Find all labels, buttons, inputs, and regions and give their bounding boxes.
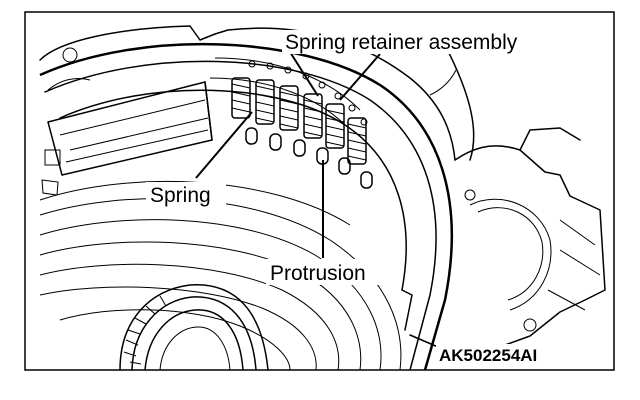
spring-label: Spring xyxy=(150,184,211,207)
figure-id: AK502254AI xyxy=(439,346,537,365)
protrusion-tab xyxy=(360,171,373,189)
protrusion-tab xyxy=(338,157,351,175)
protrusion-tab xyxy=(269,133,282,151)
spring-coil xyxy=(279,85,299,131)
spring-coil xyxy=(303,93,323,139)
spring-retainer-leader xyxy=(289,51,319,97)
protrusion-row xyxy=(245,127,373,189)
center-hub xyxy=(119,284,269,371)
spring-set xyxy=(231,77,367,165)
spring-coil xyxy=(255,79,275,125)
protrusion-tab xyxy=(293,139,306,157)
spring-coil xyxy=(347,117,367,165)
spring-coil xyxy=(231,77,251,119)
housing-outline xyxy=(39,25,606,351)
retainer-ring xyxy=(39,42,453,371)
piston-shelf xyxy=(47,81,213,176)
spring-coil xyxy=(325,103,345,149)
spring-retainer-leader xyxy=(339,53,381,101)
protrusion-tab xyxy=(245,127,258,145)
spring-leader xyxy=(195,111,253,179)
spring-retainer-label: Spring retainer assembly xyxy=(285,31,518,54)
protrusion-label: Protrusion xyxy=(270,262,366,285)
